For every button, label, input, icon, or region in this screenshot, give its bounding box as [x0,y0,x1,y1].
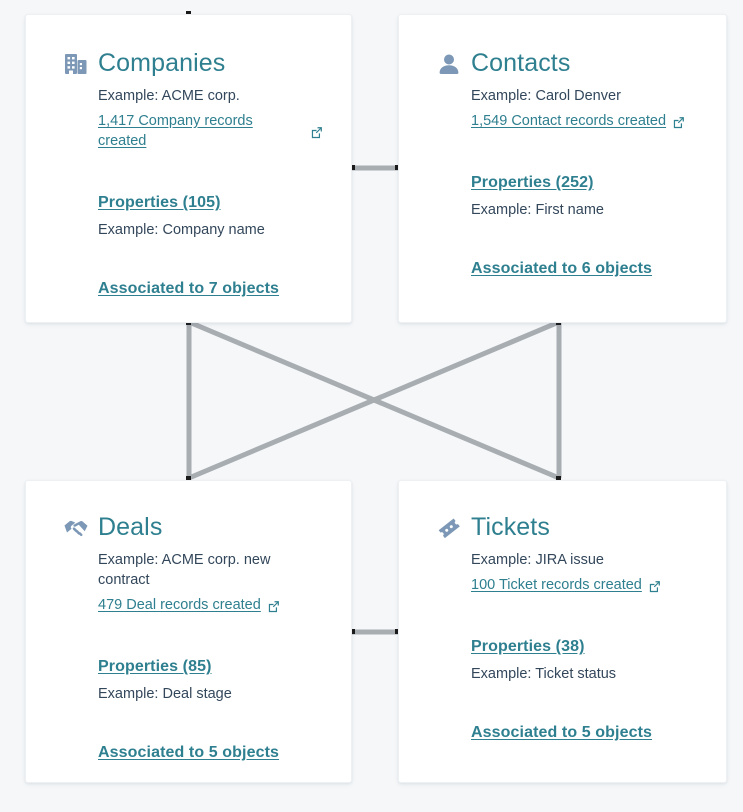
external-link-icon[interactable] [310,126,323,139]
records-created-link[interactable]: 1,549 Contact records created [471,113,667,129]
card-deals[interactable]: Deals Example: ACME corp. new contract 4… [25,480,352,783]
properties-example: Example: Company name [98,222,265,238]
card-tickets-content: Tickets Example: JIRA issue 100 Ticket r… [399,481,726,782]
properties-link[interactable]: Properties (38) [471,638,585,655]
records-created-link[interactable]: 100 Ticket records created [471,577,642,593]
anchor-handle-tickets-top [556,476,561,481]
card-contacts[interactable]: Contacts Example: Carol Denver 1,549 Con… [398,14,727,323]
properties-example: Example: First name [471,202,604,218]
records-created-row: 479 Deal records created [98,595,323,615]
associations-block: Associated to 6 objects [471,260,698,278]
card-companies-content: Companies Example: ACME corp. 1,417 Comp… [26,15,351,322]
card-contacts-content: Contacts Example: Carol Denver 1,549 Con… [399,15,726,322]
properties-block: Properties (252) Example: First name [471,174,698,220]
card-title: Tickets [471,513,550,541]
card-companies[interactable]: Companies Example: ACME corp. 1,417 Comp… [25,14,352,323]
ticket-icon [438,518,460,539]
card-title: Deals [98,513,163,541]
anchor-handle-deals-right [350,629,355,634]
associations-block: Associated to 7 objects [98,280,323,298]
card-example: Example: Carol Denver [471,88,621,104]
properties-link[interactable]: Properties (85) [98,658,212,675]
connector-companies-tickets [188,319,560,481]
external-link-icon[interactable] [267,600,280,613]
external-link-icon[interactable] [672,116,685,129]
associations-link[interactable]: Associated to 5 objects [471,724,653,741]
properties-block: Properties (38) Example: Ticket status [471,638,698,684]
records-created-link[interactable]: 1,417 Company records created [98,113,253,149]
records-created-link[interactable]: 479 Deal records created [98,597,261,613]
external-link-icon[interactable] [648,580,661,593]
card-example: Example: JIRA issue [471,552,604,568]
connector-contacts-deals [188,319,560,481]
properties-example: Example: Ticket status [471,666,617,682]
anchor-handle-contacts-left [395,165,400,170]
anchor-handle-tickets-left [395,629,400,634]
records-created-row: 1,417 Company records created [98,111,323,151]
card-deals-content: Deals Example: ACME corp. new contract 4… [26,481,351,782]
card-tickets[interactable]: Tickets Example: JIRA issue 100 Ticket r… [398,480,727,783]
card-example: Example: ACME corp. [98,88,240,104]
properties-block: Properties (85) Example: Deal stage [98,658,323,704]
associations-link[interactable]: Associated to 7 objects [98,280,280,297]
card-example: Example: ACME corp. new contract [98,552,271,588]
records-created-row: 100 Ticket records created [471,575,698,595]
properties-link[interactable]: Properties (252) [471,174,594,191]
associations-link[interactable]: Associated to 6 objects [471,260,653,277]
card-title: Contacts [471,49,571,77]
anchor-handle-companies-right [350,165,355,170]
person-icon [439,54,459,74]
properties-block: Properties (105) Example: Company name [98,194,323,240]
properties-example: Example: Deal stage [98,686,232,702]
records-created-row: 1,549 Contact records created [471,111,698,131]
anchor-handle-deals-top [186,476,191,481]
associations-link[interactable]: Associated to 5 objects [98,744,280,761]
handshake-icon [64,520,88,537]
associations-block: Associated to 5 objects [98,744,323,762]
anchor-handle-companies-top [186,11,191,16]
properties-link[interactable]: Properties (105) [98,194,221,211]
associations-block: Associated to 5 objects [471,724,698,742]
card-title: Companies [98,49,226,77]
office-building-icon [65,54,87,74]
